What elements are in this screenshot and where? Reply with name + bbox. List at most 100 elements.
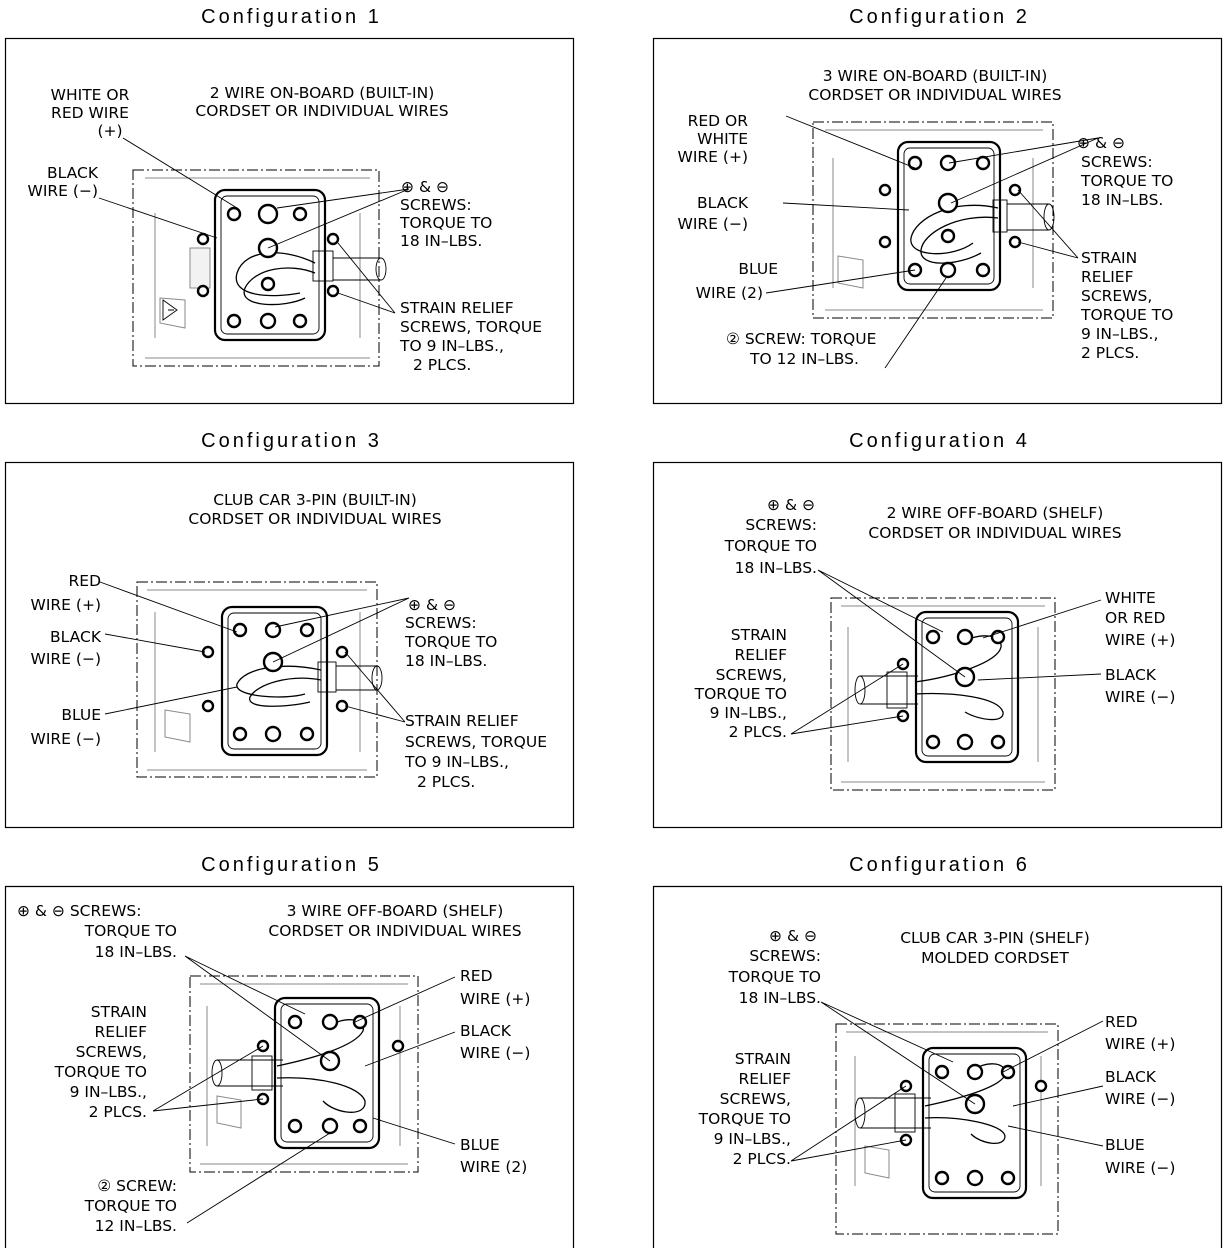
svg-text:SCREWS, TORQUE: SCREWS, TORQUE (400, 318, 542, 336)
svg-text:CORDSET OR INDIVIDUAL WIRES: CORDSET OR INDIVIDUAL WIRES (195, 102, 448, 120)
label-torque-18: ⊕ & ⊖ SCREWS: TORQUE TO 18 IN–LBS. (724, 496, 817, 577)
label-red-wire: RED WIRE (+) (460, 967, 530, 1008)
svg-text:RED: RED (69, 572, 102, 590)
svg-text:CLUB CAR 3-PIN (BUILT-IN): CLUB CAR 3-PIN (BUILT-IN) (213, 491, 417, 509)
svg-text:WIRE (−): WIRE (−) (31, 730, 101, 748)
config-2-panel: 3 WIRE ON-BOARD (BUILT-IN) CORDSET OR IN… (652, 37, 1223, 405)
label-strain-relief: STRAIN RELIEF SCREWS, TORQUE TO 9 IN–LBS… (54, 1003, 147, 1121)
svg-text:18 IN–LBS.: 18 IN–LBS. (95, 943, 177, 961)
svg-text:9 IN–LBS.,: 9 IN–LBS., (70, 1083, 147, 1101)
label-torque-18: ⊕ & ⊖ SCREWS: TORQUE TO 18 IN–LBS. (404, 596, 497, 670)
label-blue-wire: BLUE WIRE (−) (31, 706, 101, 748)
svg-text:TORQUE TO: TORQUE TO (54, 1063, 147, 1081)
svg-text:9 IN–LBS.,: 9 IN–LBS., (1081, 325, 1158, 343)
svg-text:2 WIRE OFF-BOARD (SHELF): 2 WIRE OFF-BOARD (SHELF) (887, 504, 1104, 522)
label-screw-2-torque: ② SCREW: TORQUE TO 12 IN–LBS. (84, 1177, 177, 1235)
svg-text:2 PLCS.: 2 PLCS. (729, 723, 787, 741)
config-2-title: Configuration 2 (849, 6, 1030, 28)
svg-text:CORDSET OR INDIVIDUAL WIRES: CORDSET OR INDIVIDUAL WIRES (868, 524, 1121, 542)
label-black-wire: BLACK WIRE (−) (1105, 1068, 1175, 1108)
svg-text:SCREWS:: SCREWS: (405, 614, 477, 632)
svg-text:9 IN–LBS.,: 9 IN–LBS., (710, 704, 787, 722)
svg-text:(+): (+) (97, 122, 122, 140)
svg-text:STRAIN RELIEF: STRAIN RELIEF (400, 299, 514, 317)
svg-text:⊕ & ⊖: ⊕ & ⊖ (1077, 134, 1125, 152)
svg-text:RED WIRE: RED WIRE (51, 104, 129, 122)
config-5-panel: 3 WIRE OFF-BOARD (SHELF) CORDSET OR INDI… (4, 885, 575, 1248)
svg-text:WIRE (+): WIRE (+) (1105, 631, 1175, 649)
svg-text:⊕ & ⊖: ⊕ & ⊖ (769, 927, 817, 945)
label-strain-relief: STRAIN RELIEF SCREWS, TORQUE TO 9 IN–LBS… (399, 299, 542, 374)
svg-text:SCREWS,: SCREWS, (1081, 287, 1152, 305)
config-3-heading: CLUB CAR 3-PIN (BUILT-IN) CORDSET OR IND… (188, 491, 441, 528)
label-strain-relief: STRAIN RELIEF SCREWS, TORQUE TO 9 IN–LBS… (698, 1050, 791, 1168)
label-white-or-red-wire: WHITE OR RED WIRE (+) (1105, 589, 1175, 649)
label-torque-18: ⊕ & ⊖ SCREWS: TORQUE TO 18 IN–LBS. (17, 902, 177, 961)
config-5-title: Configuration 5 (201, 854, 382, 876)
svg-text:WIRE (−): WIRE (−) (460, 1044, 530, 1062)
svg-text:STRAIN: STRAIN (91, 1003, 147, 1021)
svg-text:WIRE (−): WIRE (−) (28, 182, 98, 200)
svg-text:18 IN–LBS.: 18 IN–LBS. (739, 989, 821, 1007)
svg-text:SCREWS:: SCREWS: (400, 196, 472, 214)
config-6-panel: CLUB CAR 3-PIN (SHELF) MOLDED CORDSET ⊕ … (652, 885, 1223, 1248)
config-1-title: Configuration 1 (201, 6, 382, 28)
svg-text:9 IN–LBS.,: 9 IN–LBS., (714, 1130, 791, 1148)
svg-text:TORQUE TO: TORQUE TO (728, 968, 821, 986)
svg-text:2 PLCS.: 2 PLCS. (417, 773, 475, 791)
svg-text:2 PLCS.: 2 PLCS. (413, 356, 471, 374)
label-black-wire: BLACK WIRE (−) (460, 1022, 530, 1062)
svg-text:SCREWS:: SCREWS: (1081, 153, 1153, 171)
receptacle-drawing (830, 597, 1056, 791)
label-red-wire: RED WIRE (+) (31, 572, 102, 614)
svg-text:CORDSET OR INDIVIDUAL WIRES: CORDSET OR INDIVIDUAL WIRES (808, 86, 1061, 104)
svg-text:BLACK: BLACK (50, 628, 102, 646)
config-2-heading: 3 WIRE ON-BOARD (BUILT-IN) CORDSET OR IN… (808, 67, 1061, 104)
svg-text:12 IN–LBS.: 12 IN–LBS. (95, 1217, 177, 1235)
svg-text:WIRE (2): WIRE (2) (696, 284, 763, 302)
label-screw-2-torque: ② SCREW: TORQUE TO 12 IN–LBS. (726, 330, 876, 368)
svg-text:BLUE: BLUE (61, 706, 101, 724)
label-red-or-white-wire: RED OR WHITE WIRE (+) (678, 112, 749, 166)
svg-text:RED: RED (460, 967, 493, 985)
svg-text:WIRE (−): WIRE (−) (678, 215, 748, 233)
svg-text:RELIEF: RELIEF (95, 1023, 148, 1041)
svg-text:TORQUE TO: TORQUE TO (84, 1197, 177, 1215)
config-5-heading: 3 WIRE OFF-BOARD (SHELF) CORDSET OR INDI… (268, 902, 521, 940)
label-black-wire: BLACK WIRE (−) (31, 628, 102, 668)
receptacle-drawing (132, 169, 387, 367)
svg-text:WIRE (2): WIRE (2) (460, 1158, 527, 1176)
svg-text:WHITE: WHITE (1105, 589, 1156, 607)
label-white-or-red-wire: WHITE OR RED WIRE (+) (51, 86, 130, 140)
svg-text:TORQUE TO: TORQUE TO (404, 633, 497, 651)
label-red-wire: RED WIRE (+) (1105, 1013, 1175, 1053)
label-strain-relief: STRAIN RELIEF SCREWS, TORQUE TO 9 IN–LBS… (694, 626, 787, 741)
config-4-title: Configuration 4 (849, 430, 1030, 452)
svg-text:WIRE (+): WIRE (+) (460, 990, 530, 1008)
svg-text:BLACK: BLACK (1105, 666, 1157, 684)
svg-text:BLUE: BLUE (738, 260, 778, 278)
label-torque-18: ⊕ & ⊖ SCREWS: TORQUE TO 18 IN–LBS. (1077, 134, 1173, 209)
svg-text:18 IN–LBS.: 18 IN–LBS. (1081, 191, 1163, 209)
svg-text:BLACK: BLACK (47, 164, 99, 182)
svg-text:RELIEF: RELIEF (1081, 268, 1134, 286)
label-blue-wire: BLUE WIRE (−) (1105, 1136, 1175, 1177)
svg-text:RELIEF: RELIEF (735, 646, 788, 664)
svg-text:RED OR: RED OR (688, 112, 749, 130)
svg-text:TORQUE TO: TORQUE TO (724, 537, 817, 555)
svg-text:STRAIN: STRAIN (731, 626, 787, 644)
svg-text:STRAIN: STRAIN (1081, 249, 1137, 267)
svg-text:WIRE (−): WIRE (−) (1105, 1090, 1175, 1108)
receptacle-drawing (136, 581, 383, 778)
svg-text:CORDSET OR INDIVIDUAL WIRES: CORDSET OR INDIVIDUAL WIRES (188, 510, 441, 528)
label-blue-wire: BLUE WIRE (2) (460, 1136, 527, 1176)
config-3-panel: CLUB CAR 3-PIN (BUILT-IN) CORDSET OR IND… (4, 461, 575, 829)
svg-text:2 PLCS.: 2 PLCS. (733, 1150, 791, 1168)
svg-text:2 PLCS.: 2 PLCS. (89, 1103, 147, 1121)
svg-text:3 WIRE OFF-BOARD (SHELF): 3 WIRE OFF-BOARD (SHELF) (287, 902, 504, 920)
svg-text:WIRE (+): WIRE (+) (31, 596, 101, 614)
label-blue-wire: BLUE WIRE (2) (696, 260, 778, 302)
label-torque-18: ⊕ & ⊖ SCREWS: TORQUE TO 18 IN–LBS. (728, 927, 821, 1007)
label-black-wire: BLACK WIRE (−) (1105, 666, 1175, 706)
svg-text:BLUE: BLUE (460, 1136, 500, 1154)
